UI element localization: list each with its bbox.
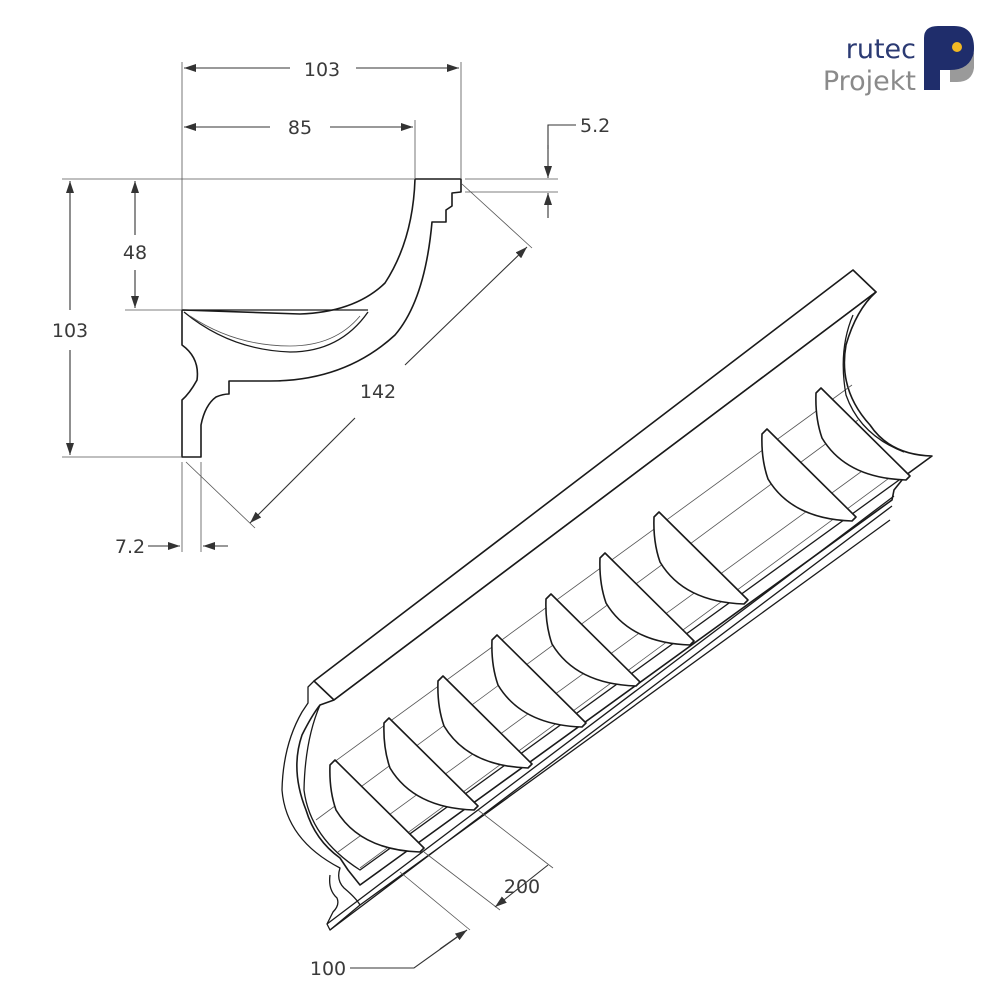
dim-depth-label: 48 bbox=[123, 242, 147, 264]
logo-text-rutec: rutec bbox=[846, 34, 916, 65]
gutter-left-end bbox=[281, 680, 361, 931]
rutec-logo: rutec Projekt bbox=[823, 26, 974, 97]
dim-lip-height: 5.2 bbox=[544, 115, 610, 218]
dim-lip-height-label: 5.2 bbox=[580, 115, 610, 137]
logo-text-projekt: Projekt bbox=[823, 66, 916, 97]
gutter-rib bbox=[329, 759, 425, 853]
gutter-ribs bbox=[329, 387, 911, 853]
dim-total-width: 103 bbox=[184, 59, 459, 81]
gutter-rib bbox=[437, 675, 533, 769]
dim-total-width-label: 103 bbox=[304, 59, 340, 81]
gutter-rib bbox=[653, 511, 749, 605]
gutter-rib bbox=[761, 428, 857, 522]
gutter-rib bbox=[383, 717, 479, 811]
dim-diagonal-label: 142 bbox=[360, 381, 396, 403]
dim-rib-spacing-label: 200 bbox=[504, 876, 540, 898]
dim-diagonal: 142 bbox=[249, 246, 528, 524]
dim-base-thickness: 7.2 bbox=[115, 536, 228, 558]
gutter-inner-lip bbox=[303, 474, 907, 871]
dim-depth: 48 bbox=[123, 181, 147, 308]
gutter-rib bbox=[545, 593, 641, 687]
gutter-rib bbox=[599, 552, 695, 646]
logo-dot-icon bbox=[952, 42, 962, 52]
dim-inner-width: 85 bbox=[184, 117, 413, 139]
dim-inner-width-label: 85 bbox=[288, 117, 312, 139]
gutter-right-end bbox=[842, 314, 905, 453]
dim-rib-spacing: 200 bbox=[423, 809, 554, 911]
extension-lines bbox=[62, 62, 558, 552]
gutter-bottom-rail bbox=[326, 495, 895, 931]
dim-end-offset: 100 bbox=[310, 871, 471, 980]
dim-end-offset-label: 100 bbox=[310, 958, 346, 980]
profile-rib-inner bbox=[189, 315, 361, 347]
dim-total-height: 103 bbox=[52, 181, 88, 455]
profile-outline bbox=[181, 178, 462, 458]
gutter-channel-lines bbox=[315, 384, 901, 869]
logo-mark-shadow-icon bbox=[950, 52, 974, 82]
dim-base-thickness-label: 7.2 bbox=[115, 536, 145, 558]
profile-rib bbox=[182, 309, 369, 353]
gutter-rib bbox=[815, 387, 911, 481]
cross-section-profile bbox=[181, 178, 462, 458]
logo-mark-icon bbox=[924, 26, 974, 90]
dim-total-height-label: 103 bbox=[52, 320, 88, 342]
gutter-rib bbox=[491, 634, 587, 728]
